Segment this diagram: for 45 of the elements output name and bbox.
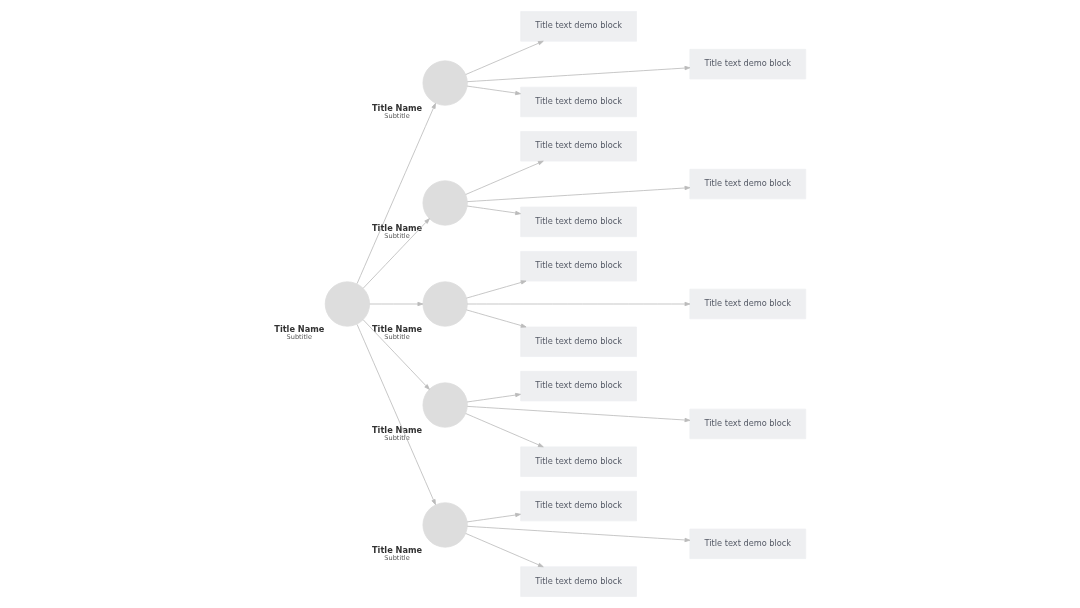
node-label: Title Name xyxy=(372,222,423,233)
node-box: Title text demo block xyxy=(520,131,637,162)
arrow xyxy=(362,218,430,289)
node-box: Title text demo block xyxy=(520,86,637,118)
arrow xyxy=(465,40,544,75)
arrow xyxy=(466,65,691,83)
arrow xyxy=(466,405,691,423)
arrow xyxy=(362,319,430,390)
node-label: Title Name xyxy=(372,424,423,435)
node-box: Title text demo block xyxy=(520,446,637,477)
node-box: Title text demo block xyxy=(520,251,637,282)
node-label: Title Name xyxy=(372,323,423,334)
arrow xyxy=(466,392,521,403)
arrow xyxy=(356,103,436,285)
node-box: Title text demo block xyxy=(520,566,637,597)
arrow xyxy=(356,323,436,506)
node-box: Title text demo block xyxy=(520,490,637,522)
node-box: Title text demo block xyxy=(689,48,807,80)
node-box: Title text demo block xyxy=(520,11,637,42)
node-box: Title text demo block xyxy=(689,168,807,200)
arrow xyxy=(466,280,527,299)
node-label: Title Name xyxy=(372,102,423,113)
arrow xyxy=(466,301,691,307)
arrow xyxy=(466,309,527,328)
arrow xyxy=(466,525,691,543)
node-label: Title Name xyxy=(274,323,325,334)
node-box: Title text demo block xyxy=(520,370,637,402)
node-box: Title text demo block xyxy=(689,408,807,440)
node-circle xyxy=(422,281,468,327)
node-box: Title text demo block xyxy=(689,528,807,560)
node-circle xyxy=(422,60,468,106)
arrow xyxy=(466,185,691,203)
node-box: Title text demo block xyxy=(689,288,807,320)
arrow xyxy=(465,533,544,568)
node-box: Title text demo block xyxy=(520,206,637,238)
node-box: Title text demo block xyxy=(520,326,637,357)
arrow xyxy=(466,205,521,216)
node-circle xyxy=(324,281,370,327)
arrow xyxy=(466,85,521,96)
node-circle xyxy=(422,502,468,548)
arrow xyxy=(369,301,424,307)
node-label: Title Name xyxy=(372,544,423,555)
arrow xyxy=(466,512,521,523)
arrow xyxy=(465,413,544,448)
arrow xyxy=(465,160,544,195)
